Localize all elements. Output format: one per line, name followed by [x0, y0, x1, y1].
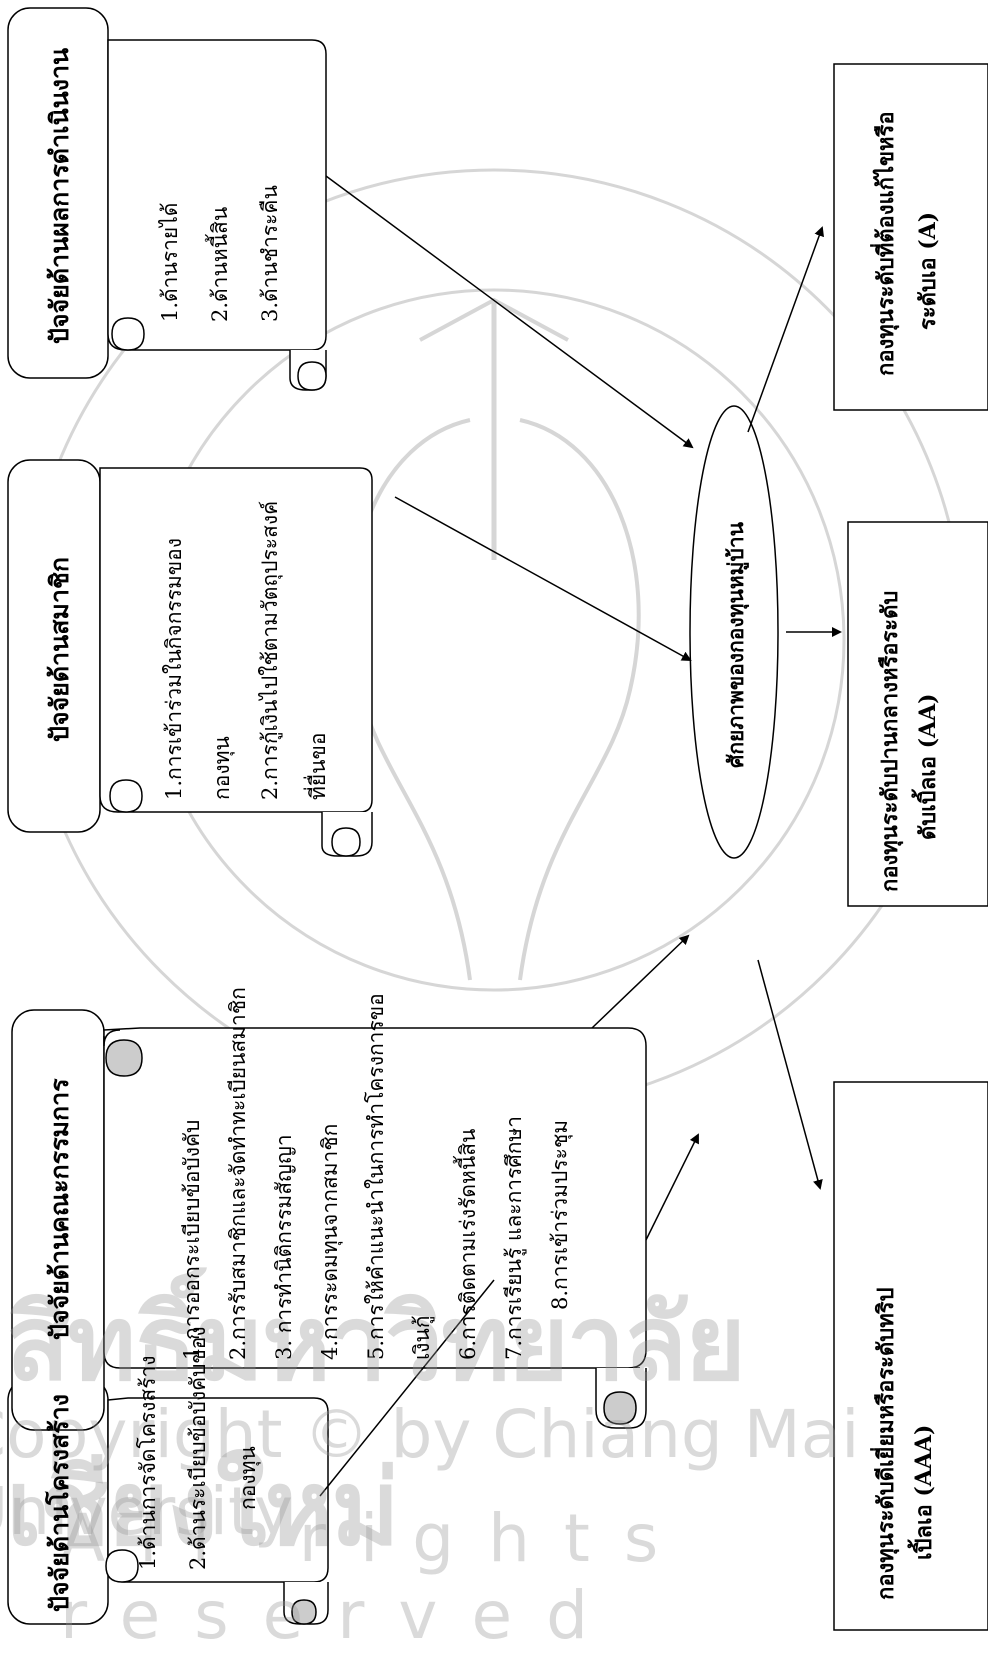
members-item-1b: กองทุน — [210, 736, 234, 800]
structure-item-3: กองทุน — [236, 1446, 260, 1510]
performance-item-2: 2.ด้านหนี้สิน — [208, 206, 232, 322]
arrow-members — [394, 496, 692, 661]
committee-item-1: 1.การออกระเบียบข้อบังคับ — [180, 1119, 204, 1360]
arrow-structure — [319, 1279, 495, 1497]
outcome-aaa-line1: กองทุนระดับดีเยี่ยมหรือระดับทริป — [873, 1287, 899, 1601]
arrow-to-aaa — [757, 959, 823, 1190]
committee-item-2: 2.การรับสมาชิกและจัดทำทะเบียนสมาชิก — [226, 987, 250, 1360]
factor-committee-title: ปัจจัยด้านคณะกรรมการ — [45, 1078, 74, 1340]
center-ellipse — [689, 405, 779, 859]
outcome-box-aaa — [833, 1081, 988, 1631]
outcome-aa-line2: ดับเบิ้ลเอ (AA) — [915, 693, 941, 840]
committee-item-8: 8.การเข้าร่วมประชุม — [548, 1119, 572, 1310]
committee-item-7: 7.การเรียนรู้ และการศึกษา — [502, 1115, 526, 1360]
scroll-performance — [7, 7, 327, 391]
watermark-thai: สิทธิ์มหาวิทยาลัยเชียงใหม่ — [6, 1282, 746, 1569]
center-label: ศักยภาพของกองทุนหมู่บ้าน — [723, 522, 748, 768]
outcome-aaa-line2: เปิ้ลเอ (AAA) — [911, 1424, 937, 1560]
structure-item-2: 2.ด้านระเบียบข้อบังคับของ — [186, 1326, 210, 1570]
scroll-members — [7, 459, 373, 857]
members-item-2: 2.การกู้เงินไปใช้ตามวัตถุประสงค์ — [258, 500, 282, 800]
scroll-structure — [7, 1377, 329, 1625]
committee-item-5: 5.การให้คำแนะนำในการทำโครงการขอ — [364, 993, 388, 1360]
arrows-in — [319, 175, 699, 1497]
arrows-out — [747, 226, 842, 1190]
committee-item-3: 3. การทำนิติกรรมสัญญา — [272, 1134, 296, 1360]
arrow-to-a — [747, 226, 824, 433]
arrow-committee-top — [591, 934, 690, 1029]
outcome-aa-line1: กองทุนระดับปานกลางหรือระดับ — [877, 590, 903, 892]
performance-item-1: 1.ด้านรายได้ — [158, 202, 182, 322]
arrow-committee-bottom — [645, 1133, 699, 1241]
watermark-copyright: Copyright © by Chiang Mai University — [0, 1396, 860, 1550]
committee-item-5b: เงินกู้ — [410, 1315, 434, 1360]
committee-item-6: 6.การติดตามเร่งรัดหนี้สิน — [456, 1128, 480, 1360]
outcome-box-a — [833, 63, 988, 411]
factor-structure-title: ปัจจัยด้านโครงสร้าง — [45, 1394, 74, 1612]
outcome-box-aa — [847, 521, 988, 907]
structure-item-1: 1.ด้านการจัดโครงสร้าง — [136, 1355, 160, 1570]
committee-item-4: 4.การระดมทุนจากสมาชิก — [318, 1123, 342, 1360]
factor-performance-title: ปัจจัยด้านผลการดำเนินงาน — [45, 47, 74, 344]
outcome-a-line2: ระดับเอ (A) — [915, 211, 941, 330]
arrow-performance — [325, 175, 694, 449]
members-item-2b: ที่ยื่นขอ — [306, 732, 330, 800]
scroll-committee — [11, 1009, 647, 1431]
factor-members-title: ปัจจัยด้านสมาชิก — [45, 556, 74, 742]
outcome-a-line1: กองทุนระดับที่ต้องแก้ไขหรือ — [873, 111, 899, 376]
performance-item-3: 3.ด้านชำระคืน — [258, 185, 282, 322]
members-item-1: 1.การเข้าร่วมในกิจกรรมของ — [162, 537, 186, 800]
